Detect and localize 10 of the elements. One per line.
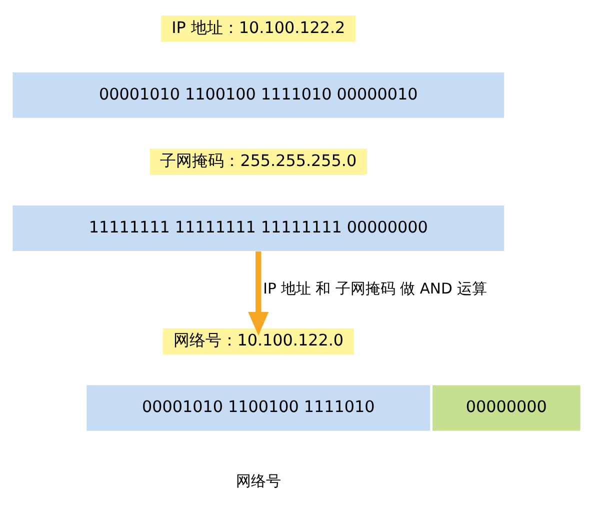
node-box: 11111111 11111111 11111111 00000000: [12, 205, 504, 251]
node-box: 00001010 1100100 1111010 00000010: [12, 72, 504, 118]
node-box: 00001010 1100100 1111010: [86, 384, 430, 430]
node-box: 子网掩码：255.255.255.0: [150, 148, 368, 174]
edge-label: IP 地址 和 子网掩码 做 AND 运算: [263, 280, 488, 298]
arrow: [248, 250, 269, 335]
node-label: 网络号: [236, 472, 281, 490]
node-box: IP 地址：10.100.122.2: [161, 15, 356, 42]
node-box: 网络号：10.100.122.0: [162, 328, 354, 354]
node-box: 00000000: [432, 384, 580, 430]
